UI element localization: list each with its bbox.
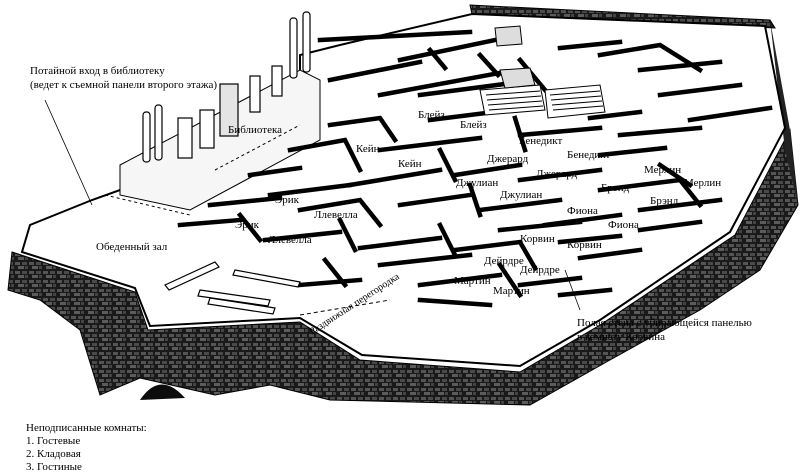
room-label-fiona: Фиона [608,219,639,231]
room-label-brand: Брэнд [650,195,679,207]
room-label-martin: Мартин [493,285,530,297]
legend-title: Неподписанные комнаты: [26,422,147,434]
legend-item-sitting-rooms: 3. Гостиные [26,461,82,472]
room-label-merlin: Мерлин [644,164,681,176]
arch-opening [140,384,185,400]
room-label-bleys: Блейз [460,119,487,131]
room-label-fiona: Фиона [567,205,598,217]
sliding-partition-line [299,299,391,316]
room-label-benedict: Бенедикт [519,135,563,147]
room-label-bleys: Блейз [418,109,445,121]
room-labels: Блейз Блейз Бенедикт Бенедикт Кейн Кейн … [235,109,721,297]
library-pillars [142,11,311,163]
outer-stone-walls [7,4,799,406]
library-block [104,69,321,216]
room-label-caine: Кейн [398,158,422,170]
annotation-secret-entrance-line1: Потайной вход в библиотеку [30,65,165,77]
room-label-corwin: Корвин [520,233,555,245]
area-label-dining-hall: Обеденный зал [96,241,168,253]
room-label-caine: Кейн [356,143,380,155]
room-label-julian: Джулиан [456,177,498,189]
legend-item-guest-rooms: 1. Гостевые [26,435,81,447]
room-label-benedict: Бенедикт [567,149,611,161]
room-label-merlin: Мерлин [684,177,721,189]
annotation-hollow-wall: Полая стена с убирающейся панелью в комн… [577,316,752,344]
room-label-julian: Джулиан [500,189,542,201]
room-label-llewella: Ллевелла [268,234,312,246]
room-label-deirdre: Дейрдре [520,264,560,276]
room-label-martin: Мартин [454,275,491,287]
room-label-eric: Эрик [235,219,260,231]
annotation-hollow-wall-line1: Полая стена с убирающейся панелью [577,317,752,329]
area-label-library: Библиотека [228,124,282,136]
room-label-llewella: Ллевелла [314,209,358,221]
dining-tables [164,261,301,315]
room-label-gerard: Джерард [487,153,529,165]
legend-unlabeled-rooms: Неподписанные комнаты: 1. Гостевые 2. Кл… [26,422,147,472]
interior-walls [177,29,773,308]
annotation-hollow-wall-line2: в комнату Корвина [577,331,666,343]
annotation-secret-entrance-line2: (ведет к съемной панели второго этажа) [30,79,218,91]
annotation-pointers [44,99,581,311]
legend-item-storeroom: 2. Кладовая [26,448,81,460]
room-label-brand: Брэнд [601,182,630,194]
room-label-corwin: Корвин [567,239,602,251]
staircases [479,25,606,119]
room-label-eric: Эрик [275,194,300,206]
room-label-deirdre: Дейрдре [484,255,524,267]
room-label-gerard: Джерард [536,168,578,180]
annotation-secret-entrance: Потайной вход в библиотеку (ведет к съем… [30,64,217,92]
